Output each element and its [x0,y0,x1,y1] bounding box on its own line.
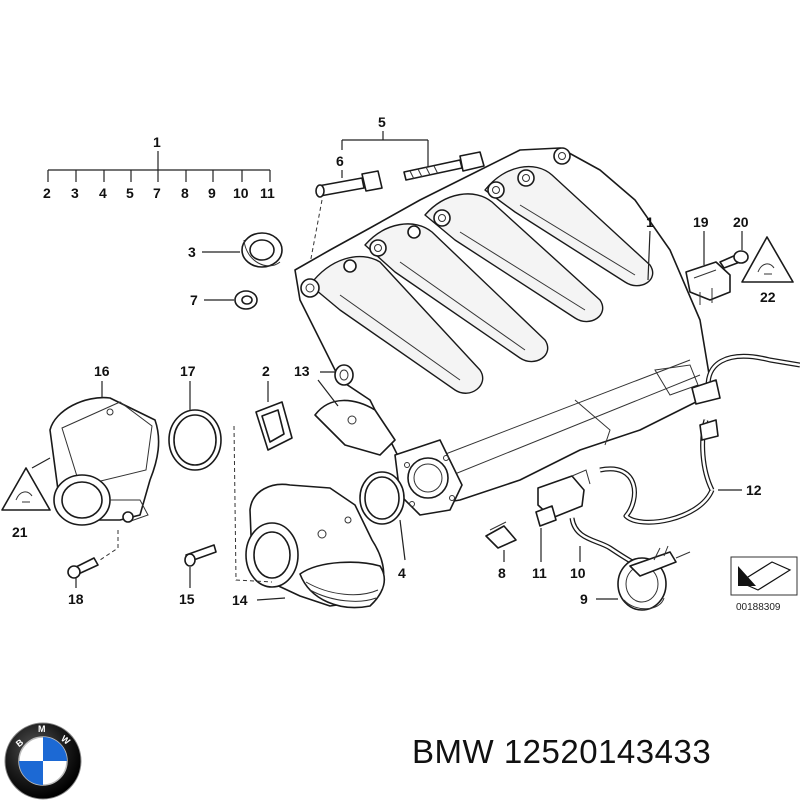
callout-13: 13 [294,363,310,379]
logo-letter-b: B [14,737,26,749]
part-10-hose: 10 [569,517,638,581]
callout-14: 14 [232,592,248,608]
short-bolt [317,177,365,197]
callout-3: 3 [188,244,196,260]
callout-11-index: 11 [260,185,275,201]
part-21-warning-label: 21 [1,457,51,540]
callout-4: 4 [398,565,406,581]
part-19-sensor: 19 20 [685,214,749,305]
callout-7-index: 7 [153,185,161,201]
callout-5-index: 5 [126,185,134,201]
callout-6: 6 [336,153,344,169]
part-8-clip: 8 [485,521,517,581]
part-number-caption: BMW 12520143433 [412,733,712,770]
callout-9: 9 [580,591,588,607]
bmw-logo-icon: B M W [4,722,82,800]
callout-12: 12 [746,482,762,498]
callout-2-index: 2 [43,185,51,201]
reference-box: 00188309 [730,556,798,613]
index-tree: 1 2 3 4 5 7 8 9 10 11 [43,134,275,201]
callout-1-index: 1 [153,134,161,150]
callout-11: 11 [532,565,547,581]
callout-8-index: 8 [181,185,189,201]
callout-10: 10 [570,565,586,581]
callout-17: 17 [180,363,196,379]
callout-21: 21 [12,524,28,540]
part-1-intake-manifold: 1 [294,147,711,516]
part-22-warning-label: 22 [741,236,794,305]
callout-15: 15 [179,591,195,607]
callout-22: 22 [760,289,776,305]
part-15-bolt: 15 [179,544,217,607]
callout-19: 19 [693,214,709,230]
callout-5: 5 [378,114,386,130]
bolt-group-5-6: 5 6 [305,114,485,286]
callout-18: 18 [68,591,84,607]
part-12-hose: 12 [599,353,800,525]
part-13-nut: 13 [294,363,354,407]
callout-20: 20 [733,214,749,230]
logo-letter-m: M [38,724,46,734]
part-7-nut: 7 [190,290,258,310]
part-17-o-ring: 17 [168,363,222,471]
reference-code: 00188309 [736,602,781,613]
callout-16: 16 [94,363,110,379]
callout-10-index: 10 [233,185,249,201]
callout-8: 8 [498,565,506,581]
part-3-sleeve: 3 [188,232,283,268]
callout-1: 1 [646,214,654,230]
callout-3-index: 3 [71,185,79,201]
part-14-throttle-body: 14 [232,483,386,609]
assembly-guides [99,425,273,583]
callout-7: 7 [190,292,198,308]
part-9-vacuum-unit: 9 [580,545,691,611]
part-2-gasket: 2 [255,363,293,451]
callout-4-index: 4 [99,185,107,201]
part-11-valve: 11 [532,469,591,581]
part-16-throttle-housing: 16 [49,363,160,526]
part-4-o-ring: 4 [359,471,406,581]
part-18-bolt: 18 [67,557,99,607]
callout-2: 2 [262,363,270,379]
callout-9-index: 9 [208,185,216,201]
